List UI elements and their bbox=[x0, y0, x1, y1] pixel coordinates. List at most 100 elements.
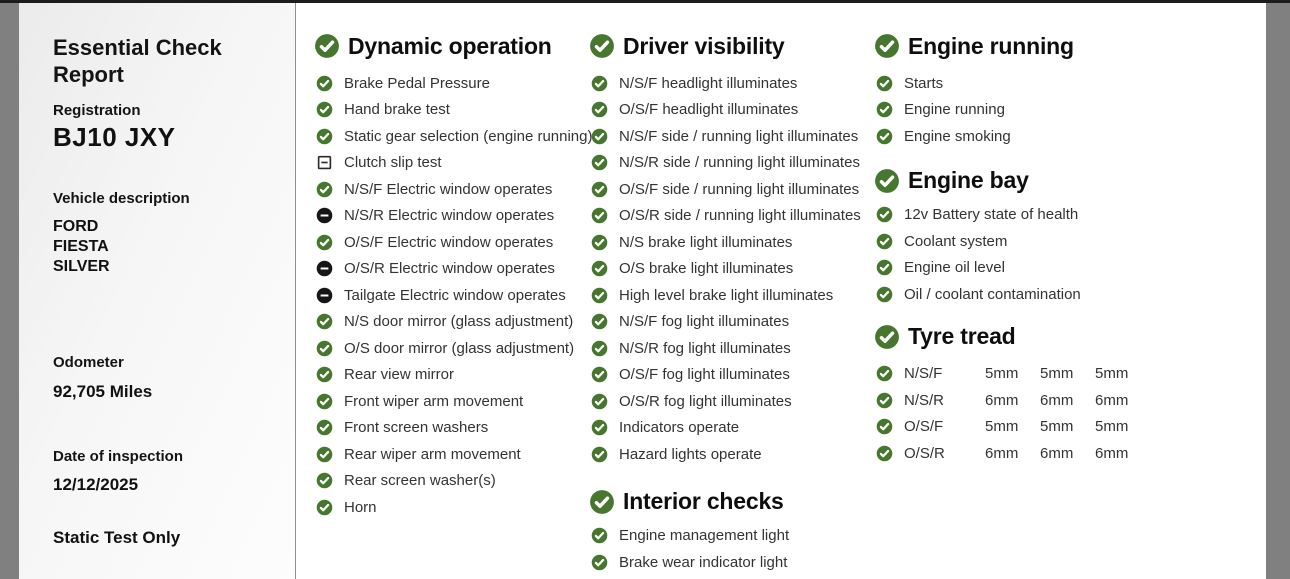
check-icon bbox=[316, 499, 333, 516]
check-icon bbox=[589, 489, 615, 515]
tread-depth-value: 5mm bbox=[1095, 418, 1129, 436]
check-icon bbox=[589, 33, 615, 59]
checklist-item: N/S/F fog light illuminates bbox=[589, 309, 873, 336]
checklist-item: O/S/R fog light illuminates bbox=[589, 388, 873, 415]
section-header: Engine bay bbox=[874, 166, 1184, 196]
item-label: O/S/F side / running light illuminates bbox=[619, 180, 860, 198]
section-title: Engine bay bbox=[908, 167, 1029, 193]
checklist-item: N/S/R Electric window operates bbox=[314, 203, 588, 230]
report-sidebar: Essential Check Report Registration BJ10… bbox=[19, 0, 296, 579]
tread-depth-value: 5mm bbox=[985, 418, 1019, 436]
item-label: O/S/F fog light illuminates bbox=[619, 366, 790, 384]
vehicle-description-label: Vehicle description bbox=[53, 190, 190, 207]
checklist-item: O/S brake light illuminates bbox=[589, 256, 873, 283]
check-icon bbox=[874, 168, 900, 194]
item-label: 12v Battery state of health bbox=[904, 206, 1079, 224]
tread-depth-value: 5mm bbox=[1040, 418, 1074, 436]
check-icon bbox=[316, 472, 333, 489]
section-header: Interior checks bbox=[589, 487, 873, 517]
check-icon bbox=[591, 234, 608, 251]
checklist-item: Front screen washers bbox=[314, 415, 588, 442]
section-items: N/S/F headlight illuminates O/S/F headli… bbox=[589, 70, 873, 468]
item-label: O/S/F Electric window operates bbox=[344, 233, 554, 251]
checklist-item: Hand brake test bbox=[314, 97, 588, 124]
test-type-label: Static Test Only bbox=[53, 528, 181, 547]
item-label: N/S/R side / running light illuminates bbox=[619, 154, 860, 172]
check-icon bbox=[316, 75, 333, 92]
checklist-item: Hazard lights operate bbox=[589, 441, 873, 468]
checklist-column-dynamic: Dynamic operation Brake Pedal Pressure H… bbox=[314, 31, 592, 521]
checklist-item: Brake wear indicator light bbox=[589, 549, 873, 576]
checklist-item: Engine smoking bbox=[874, 123, 1184, 150]
check-icon bbox=[876, 418, 893, 435]
item-label: Brake Pedal Pressure bbox=[344, 74, 490, 92]
check-icon bbox=[876, 206, 893, 223]
vehicle-model: FIESTA bbox=[53, 238, 109, 255]
item-label: Engine running bbox=[904, 101, 1005, 119]
check-icon bbox=[591, 446, 608, 463]
item-label: Engine management light bbox=[619, 527, 790, 545]
checklist-item: Oil / coolant contamination bbox=[874, 281, 1184, 308]
checklist-item: 12v Battery state of health bbox=[874, 202, 1184, 229]
item-label: Tailgate Electric window operates bbox=[344, 286, 566, 304]
checklist-item: N/S door mirror (glass adjustment) bbox=[314, 309, 588, 336]
checklist-item: Starts bbox=[874, 70, 1184, 97]
tread-depth-value: 6mm bbox=[1095, 391, 1129, 409]
check-icon bbox=[876, 128, 893, 145]
checklist-section: Interior checks Engine management light … bbox=[589, 487, 873, 579]
item-label: Indicators operate bbox=[619, 419, 740, 437]
check-icon bbox=[591, 340, 608, 357]
section-items: Brake Pedal Pressure Hand brake test Sta… bbox=[314, 70, 592, 521]
registration-label: Registration bbox=[53, 102, 141, 119]
check-icon bbox=[876, 286, 893, 303]
check-icon bbox=[591, 366, 608, 383]
tread-depth-value: 6mm bbox=[1040, 444, 1074, 462]
tread-depth-value: 5mm bbox=[1095, 365, 1129, 383]
checklist-item: N/S/R side / running light illuminates bbox=[589, 150, 873, 177]
item-label: N/S/R bbox=[904, 391, 945, 409]
item-label: Clutch slip test bbox=[344, 154, 442, 172]
item-label: N/S/R Electric window operates bbox=[344, 207, 555, 225]
checklist-section: Driver visibility N/S/F headlight illumi… bbox=[589, 31, 873, 468]
checklist-item: Engine running bbox=[874, 97, 1184, 124]
minus-square-icon bbox=[317, 155, 332, 170]
item-label: Rear wiper arm movement bbox=[344, 445, 521, 463]
inspection-date-label: Date of inspection bbox=[53, 448, 184, 465]
check-icon bbox=[876, 365, 893, 382]
checklist-item: Front wiper arm movement bbox=[314, 388, 588, 415]
check-icon bbox=[591, 419, 608, 436]
checklist-item bbox=[589, 576, 873, 579]
item-label: O/S/R Electric window operates bbox=[344, 260, 555, 278]
check-icon bbox=[591, 207, 608, 224]
item-label: Static gear selection (engine running) bbox=[344, 127, 593, 145]
checklist-item: N/S/R fog light illuminates bbox=[589, 335, 873, 362]
check-icon bbox=[316, 234, 333, 251]
minus-circle-icon bbox=[316, 260, 333, 277]
check-icon bbox=[316, 101, 333, 118]
item-label: N/S brake light illuminates bbox=[619, 233, 793, 251]
item-label: High level brake light illuminates bbox=[619, 286, 834, 304]
checklist-item: N/S/F Electric window operates bbox=[314, 176, 588, 203]
item-label: N/S/F headlight illuminates bbox=[619, 74, 798, 92]
check-icon bbox=[876, 259, 893, 276]
check-icon bbox=[591, 260, 608, 277]
check-icon bbox=[591, 554, 608, 571]
checklist-section: Dynamic operation Brake Pedal Pressure H… bbox=[314, 31, 592, 521]
check-icon bbox=[876, 233, 893, 250]
checklist-item: Rear screen washer(s) bbox=[314, 468, 588, 495]
item-label: N/S/F side / running light illuminates bbox=[619, 127, 859, 145]
tread-depth-value: 6mm bbox=[985, 444, 1019, 462]
item-label: Hazard lights operate bbox=[619, 445, 762, 463]
check-icon bbox=[316, 366, 333, 383]
tread-depth-value: 6mm bbox=[985, 391, 1019, 409]
item-label: Coolant system bbox=[904, 232, 1008, 250]
item-label: Front wiper arm movement bbox=[344, 392, 524, 410]
checklist-item: N/S/F headlight illuminates bbox=[589, 70, 873, 97]
section-header: Engine running bbox=[874, 31, 1184, 61]
right-gutter bbox=[1266, 0, 1290, 579]
checklist-item: Clutch slip test bbox=[314, 150, 588, 177]
checklist-item: Brake Pedal Pressure bbox=[314, 70, 588, 97]
